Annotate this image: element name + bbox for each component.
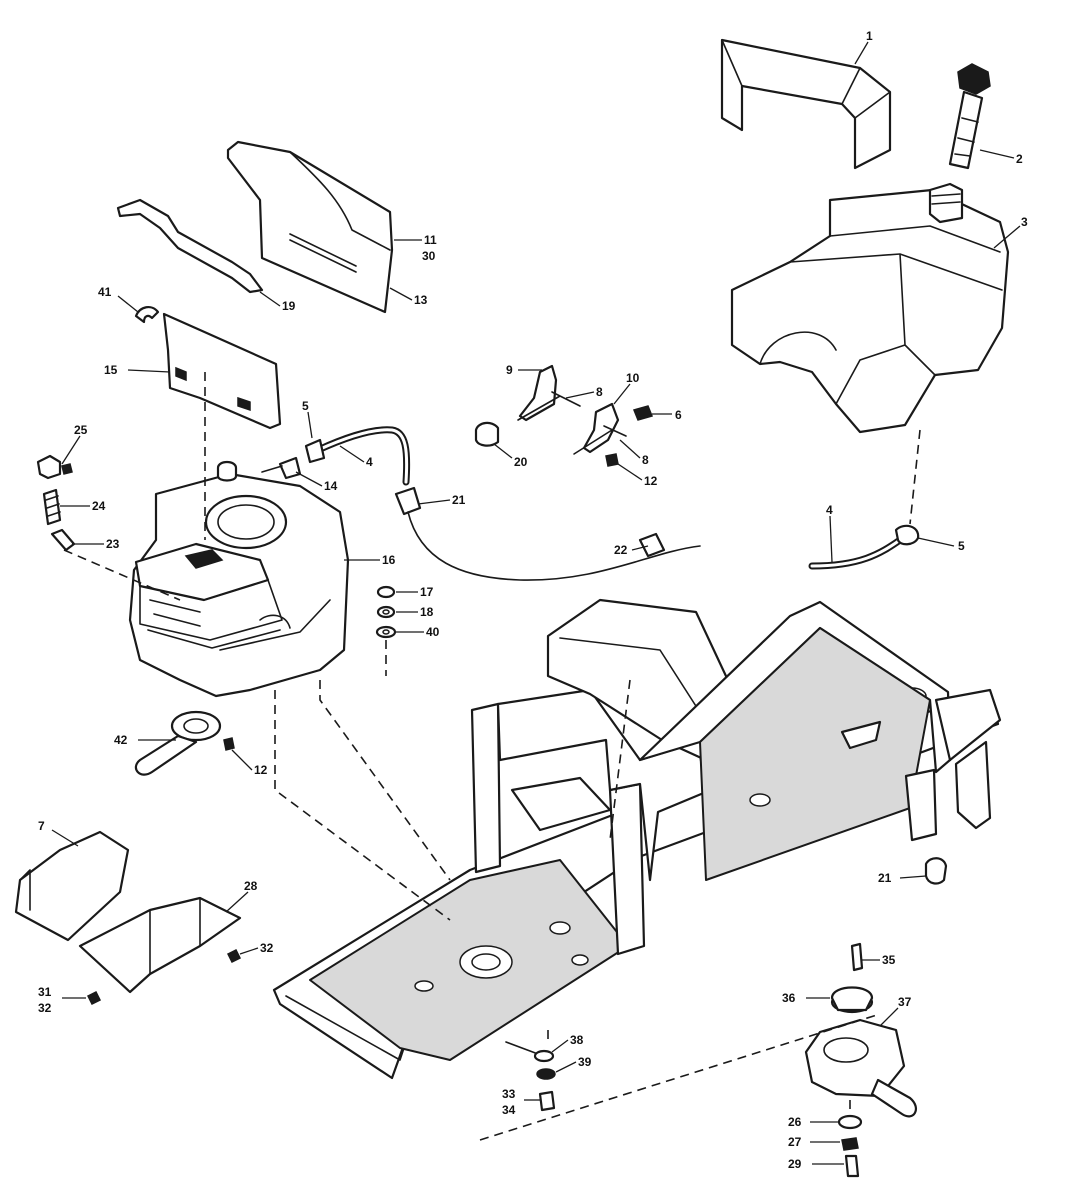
- callout-30: 30: [422, 249, 436, 263]
- callout-26: 26: [788, 1115, 802, 1129]
- callout-36: 36: [782, 991, 796, 1005]
- callout-28: 28: [244, 879, 258, 893]
- part-throttle-brackets: [474, 364, 654, 467]
- part-transaxle: [804, 942, 917, 1118]
- part-washers: [375, 585, 397, 639]
- callout-41: 41: [98, 285, 112, 299]
- callout-6: 6: [675, 408, 682, 422]
- part-main-frame: [272, 598, 1002, 1080]
- alignment-lines: [63, 372, 881, 1141]
- callout-37: 37: [898, 995, 912, 1009]
- callout-24: 24: [92, 499, 106, 513]
- callout-42: 42: [114, 733, 128, 747]
- callout-32a: 32: [260, 941, 274, 955]
- callout-14: 14: [324, 479, 338, 493]
- part-side-plate: [162, 312, 282, 430]
- part-cover: [720, 38, 892, 170]
- part-floor-plates: [14, 830, 242, 1006]
- callout-20: 20: [514, 455, 528, 469]
- callout-8b: 8: [642, 453, 649, 467]
- part-fuel-line-upper: [261, 426, 701, 581]
- callout-29: 29: [788, 1157, 802, 1171]
- part-strap: [116, 198, 264, 294]
- callout-12a: 12: [644, 474, 658, 488]
- callout-11: 11: [424, 233, 437, 247]
- callout-7: 7: [38, 819, 45, 833]
- callout-32b: 32: [38, 1001, 52, 1015]
- callout-19: 19: [282, 299, 296, 313]
- callout-17: 17: [420, 585, 434, 599]
- part-fuel-cap: [948, 63, 991, 170]
- callout-21b: 21: [878, 871, 892, 885]
- callout-31: 31: [38, 985, 52, 999]
- callout-15: 15: [104, 363, 118, 377]
- part-fittings: [36, 454, 76, 552]
- callouts: 1 2 3 11 30 13 19 41 15 9 8 10 6: [38, 29, 1028, 1171]
- callout-4b: 4: [826, 503, 833, 517]
- part-hardware: [505, 857, 948, 1178]
- callout-8a: 8: [596, 385, 603, 399]
- callout-18: 18: [420, 605, 434, 619]
- callout-27: 27: [788, 1135, 802, 1149]
- callout-25: 25: [74, 423, 88, 437]
- callout-1: 1: [866, 29, 873, 43]
- callout-16: 16: [382, 553, 396, 567]
- callout-12b: 12: [254, 763, 268, 777]
- callout-5b: 5: [958, 539, 965, 553]
- callout-34: 34: [502, 1103, 516, 1117]
- callout-22: 22: [614, 543, 628, 557]
- callout-35: 35: [882, 953, 896, 967]
- callout-39: 39: [578, 1055, 592, 1069]
- part-pulley: [134, 710, 235, 776]
- callout-5a: 5: [302, 399, 309, 413]
- part-engine-shield: [226, 140, 394, 314]
- callout-23: 23: [106, 537, 120, 551]
- callout-3: 3: [1021, 215, 1028, 229]
- callout-40: 40: [426, 625, 440, 639]
- part-clip: [134, 306, 160, 324]
- callout-13: 13: [414, 293, 428, 307]
- callout-10: 10: [626, 371, 640, 385]
- part-fuel-tank: [730, 182, 1010, 434]
- part-engine: [128, 460, 350, 698]
- callout-2: 2: [1016, 152, 1023, 166]
- part-fuel-line-lower: [638, 429, 921, 570]
- callout-21a: 21: [452, 493, 466, 507]
- callout-33: 33: [502, 1087, 516, 1101]
- callout-38: 38: [570, 1033, 584, 1047]
- callout-4a: 4: [366, 455, 373, 469]
- callout-9: 9: [506, 363, 513, 377]
